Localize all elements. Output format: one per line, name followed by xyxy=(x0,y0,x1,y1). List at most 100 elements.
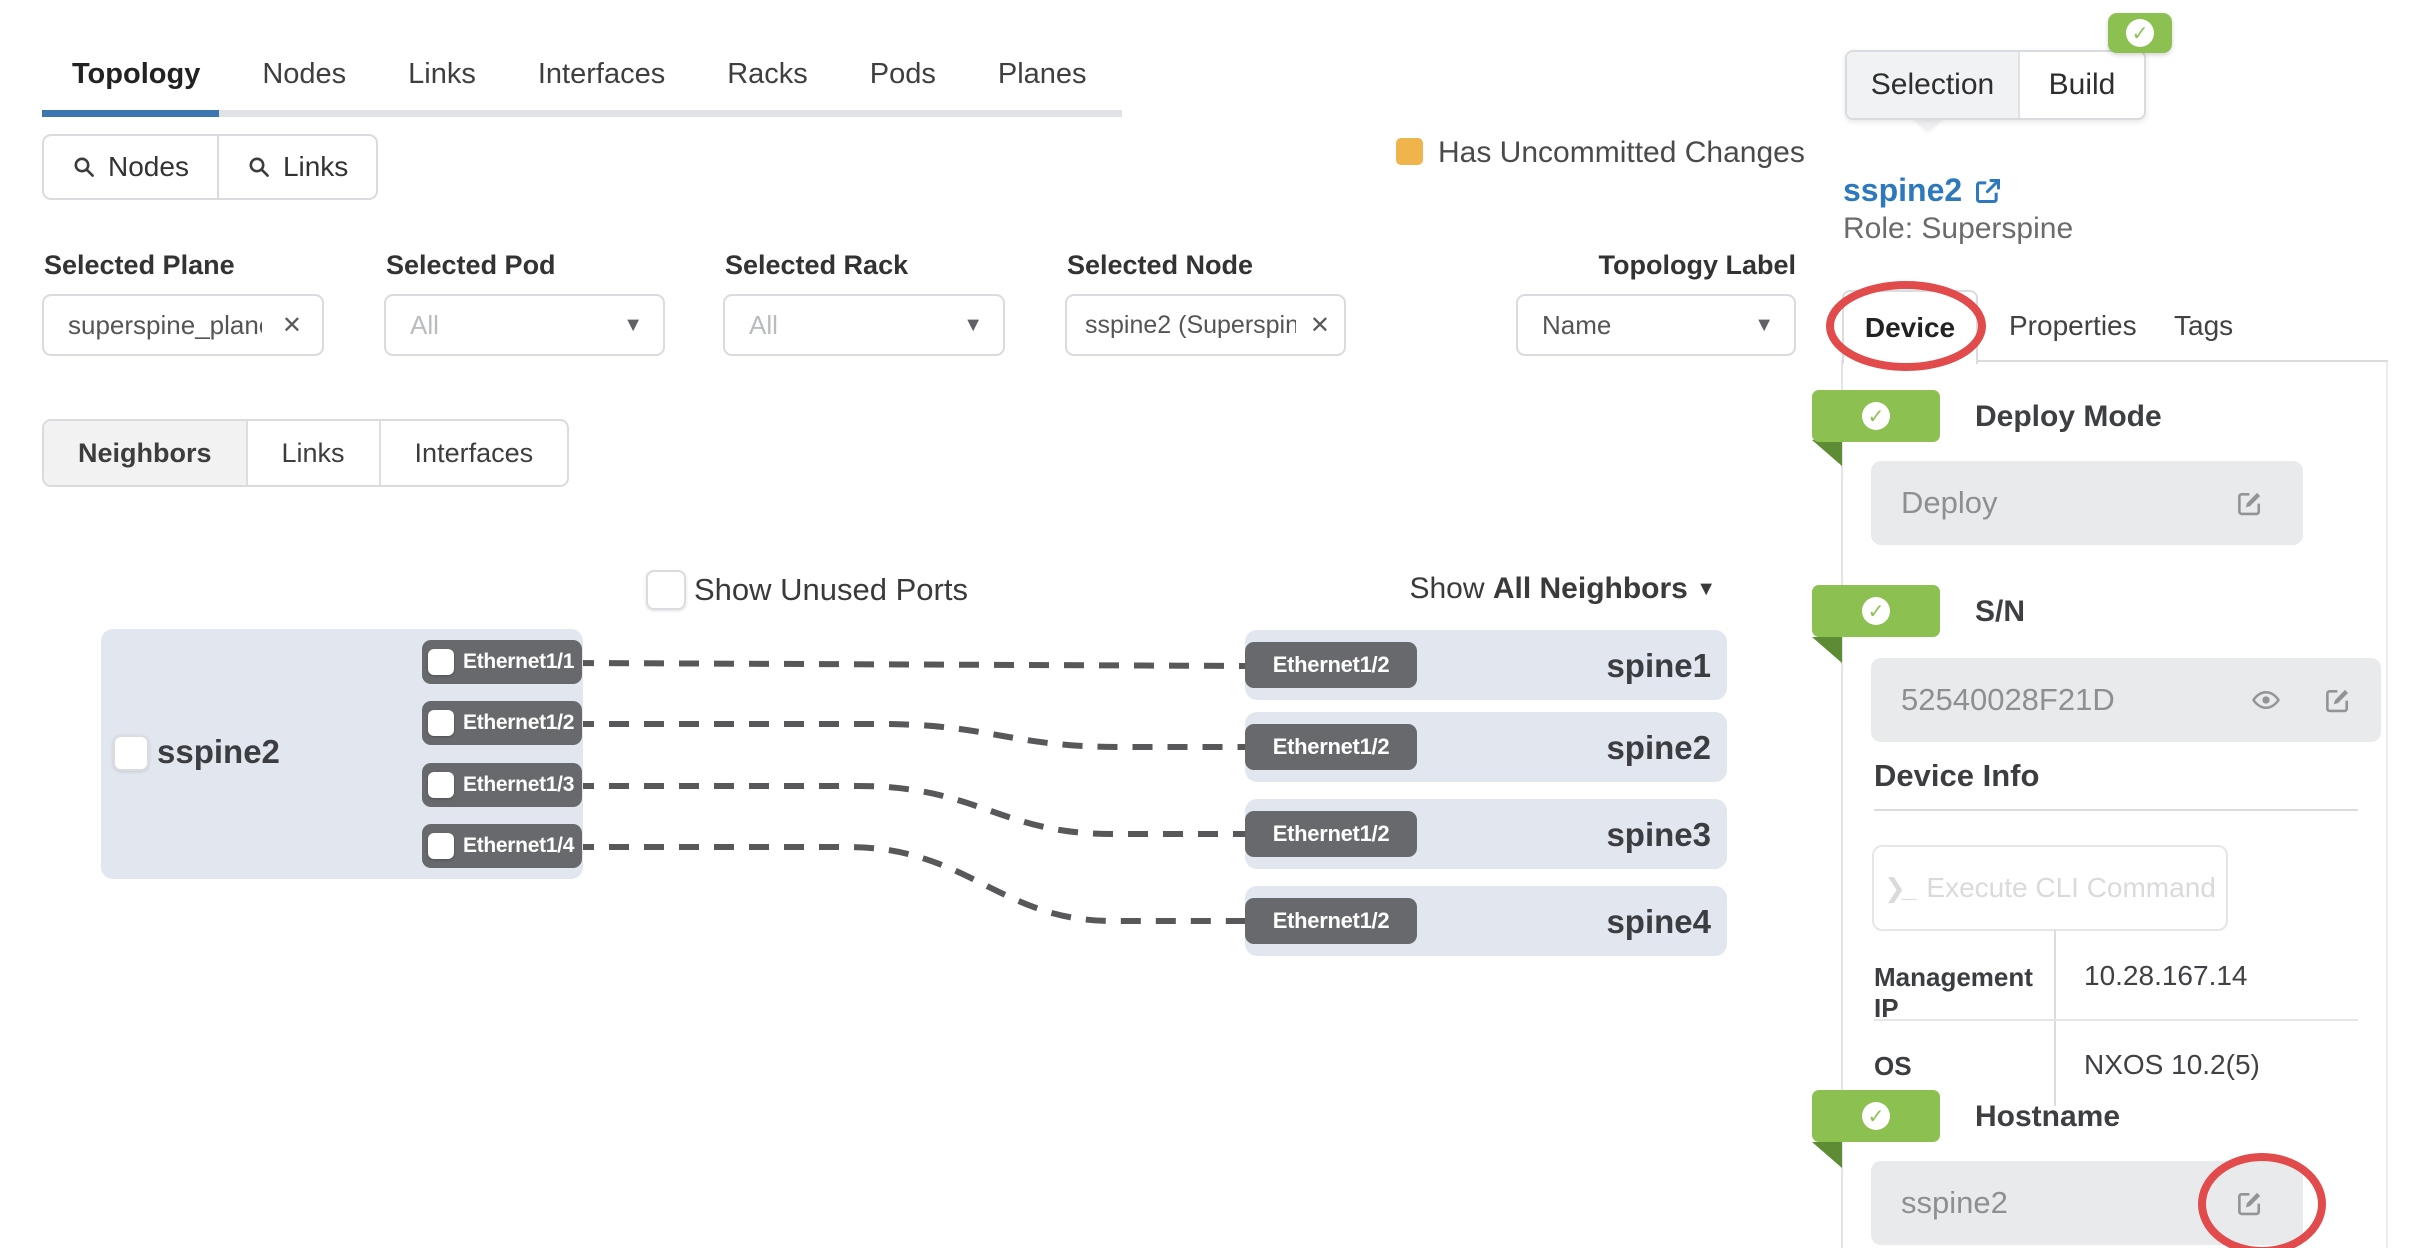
port-label: Ethernet1/2 xyxy=(463,711,575,734)
port-label: Ethernet1/3 xyxy=(463,773,575,796)
neighbor-port-label: Ethernet1/2 xyxy=(1272,908,1390,933)
port-checkbox[interactable] xyxy=(428,833,454,859)
tab-underline-active xyxy=(42,110,219,117)
check-circle-icon: ✓ xyxy=(1862,597,1890,625)
ribbon-fold xyxy=(1812,1142,1842,1168)
search-icon xyxy=(249,157,269,177)
show-unused-ports-checkbox[interactable] xyxy=(646,570,686,610)
tab-links[interactable]: Links xyxy=(408,58,476,90)
search-icon xyxy=(74,157,94,177)
clear-icon[interactable]: ✕ xyxy=(281,311,302,339)
port-checkbox[interactable] xyxy=(428,710,454,736)
deploy-mode-value: Deploy xyxy=(1901,485,1998,520)
neighbor-port-pill[interactable]: Ethernet1/2 xyxy=(1245,724,1417,770)
view-tab-interfaces[interactable]: Interfaces xyxy=(378,421,568,485)
filter-pod-value: All xyxy=(410,309,439,340)
search-links-label: Links xyxy=(282,151,349,182)
selected-node-link[interactable]: sspine2 xyxy=(1843,172,2002,209)
port-checkbox[interactable] xyxy=(428,772,454,798)
edit-icon[interactable] xyxy=(2235,488,2265,518)
neighbor-spine4[interactable]: Ethernet1/2 spine4 xyxy=(1245,886,1727,956)
search-links-button[interactable]: Links xyxy=(216,136,376,198)
hostname-field: sspine2 xyxy=(1871,1161,2303,1245)
panel-tab-group: Selection Build xyxy=(1845,50,2146,120)
filter-label-node: Selected Node xyxy=(1067,250,1254,280)
device-info-row-divider xyxy=(1874,1019,2358,1021)
link-eth3-spine3 xyxy=(574,783,1252,837)
main-tabs: Topology Nodes Links Interfaces Racks Po… xyxy=(72,58,1087,91)
check-circle-icon: ✓ xyxy=(2126,19,2154,47)
port-ethernet1-1[interactable]: Ethernet1/1 xyxy=(422,640,582,684)
show-selection: All Neighbors xyxy=(1492,572,1688,605)
filter-label-pod: Selected Pod xyxy=(386,250,556,280)
filter-topology-label[interactable]: Name ▼ xyxy=(1516,294,1796,356)
link-eth1-spine1 xyxy=(573,660,1253,669)
tab-racks[interactable]: Racks xyxy=(727,58,808,90)
hostname-value: sspine2 xyxy=(1901,1185,2008,1220)
detail-tab-tags[interactable]: Tags xyxy=(2174,310,2234,341)
detail-tab-device[interactable]: Device xyxy=(1842,290,1978,364)
execute-cli-button[interactable]: ❯_ Execute CLI Command xyxy=(1872,845,2228,931)
clear-icon[interactable]: ✕ xyxy=(1309,311,1330,339)
filter-topology-label-value: Name xyxy=(1542,309,1612,340)
uncommitted-changes-swatch xyxy=(1396,138,1423,165)
check-circle-icon: ✓ xyxy=(1862,402,1890,430)
mgmt-ip-value: 10.28.167.14 xyxy=(2084,960,2248,991)
node-sspine2-checkbox[interactable] xyxy=(113,735,149,771)
neighbor-port-label: Ethernet1/2 xyxy=(1272,734,1390,759)
tab-underline-track xyxy=(42,110,1122,117)
panel-tab-build[interactable]: Build xyxy=(2018,52,2144,118)
neighbor-name: spine4 xyxy=(1606,903,1711,940)
filter-plane[interactable]: superspine_plane1 ✕ xyxy=(42,294,324,356)
tab-interfaces[interactable]: Interfaces xyxy=(537,58,666,90)
filter-rack[interactable]: All ▼ xyxy=(723,294,1005,356)
port-checkbox[interactable] xyxy=(428,649,454,675)
view-tab-links[interactable]: Links xyxy=(245,421,379,485)
edit-icon[interactable] xyxy=(2323,685,2353,715)
check-circle-icon: ✓ xyxy=(1862,1102,1890,1130)
hostname-status-ribbon: ✓ xyxy=(1812,1090,1940,1142)
eye-icon[interactable] xyxy=(2251,685,2281,715)
filter-pod[interactable]: All ▼ xyxy=(384,294,665,356)
hostname-title: Hostname xyxy=(1975,1100,2121,1133)
panel-tab-selection[interactable]: Selection xyxy=(1847,52,2018,118)
neighbor-name: spine3 xyxy=(1606,816,1711,853)
tab-pods[interactable]: Pods xyxy=(869,58,936,90)
search-nodes-button[interactable]: Nodes xyxy=(44,136,217,198)
panel-left-border xyxy=(1841,360,1843,1248)
view-tab-neighbors[interactable]: Neighbors xyxy=(44,421,246,485)
neighbor-port-pill[interactable]: Ethernet1/2 xyxy=(1245,811,1417,857)
search-nodes-label: Nodes xyxy=(108,151,189,182)
tab-nodes[interactable]: Nodes xyxy=(262,58,347,90)
detail-tab-properties[interactable]: Properties xyxy=(2009,310,2137,341)
external-link-icon xyxy=(1976,178,2001,203)
neighbor-name: spine1 xyxy=(1606,647,1711,684)
edit-icon[interactable] xyxy=(2235,1188,2265,1218)
tab-planes[interactable]: Planes xyxy=(997,58,1087,90)
chevron-down-icon: ▼ xyxy=(1754,313,1774,336)
search-button-group: Nodes Links xyxy=(42,134,379,200)
tab-topology[interactable]: Topology xyxy=(72,58,201,90)
ribbon-fold xyxy=(1812,440,1842,466)
neighbor-spine1[interactable]: Ethernet1/2 spine1 xyxy=(1245,630,1727,700)
port-ethernet1-3[interactable]: Ethernet1/3 xyxy=(422,763,582,807)
show-unused-ports-label: Show Unused Ports xyxy=(694,572,968,607)
neighbor-name: spine2 xyxy=(1606,729,1711,766)
selected-node-name: sspine2 xyxy=(1843,172,1963,208)
neighbor-port-pill[interactable]: Ethernet1/2 xyxy=(1245,642,1417,688)
port-ethernet1-2[interactable]: Ethernet1/2 xyxy=(422,701,582,745)
show-neighbors-dropdown[interactable]: Show All Neighbors ▼ xyxy=(1409,572,1716,606)
deploy-mode-field: Deploy xyxy=(1871,461,2303,545)
node-sspine2-label: sspine2 xyxy=(157,733,280,770)
neighbor-spine2[interactable]: Ethernet1/2 spine2 xyxy=(1245,712,1727,782)
filter-label-plane: Selected Plane xyxy=(44,250,235,280)
filter-node[interactable]: sspine2 (Superspine) ✕ xyxy=(1065,294,1346,356)
device-info-col-divider xyxy=(2054,930,2056,1106)
neighbor-port-pill[interactable]: Ethernet1/2 xyxy=(1245,898,1417,944)
filter-label-topology-label: Topology Label xyxy=(1598,250,1797,280)
neighbor-spine3[interactable]: Ethernet1/2 spine3 xyxy=(1245,799,1727,869)
serial-status-ribbon: ✓ xyxy=(1812,585,1940,637)
port-ethernet1-4[interactable]: Ethernet1/4 xyxy=(422,824,582,868)
link-eth2-spine2 xyxy=(574,721,1252,750)
